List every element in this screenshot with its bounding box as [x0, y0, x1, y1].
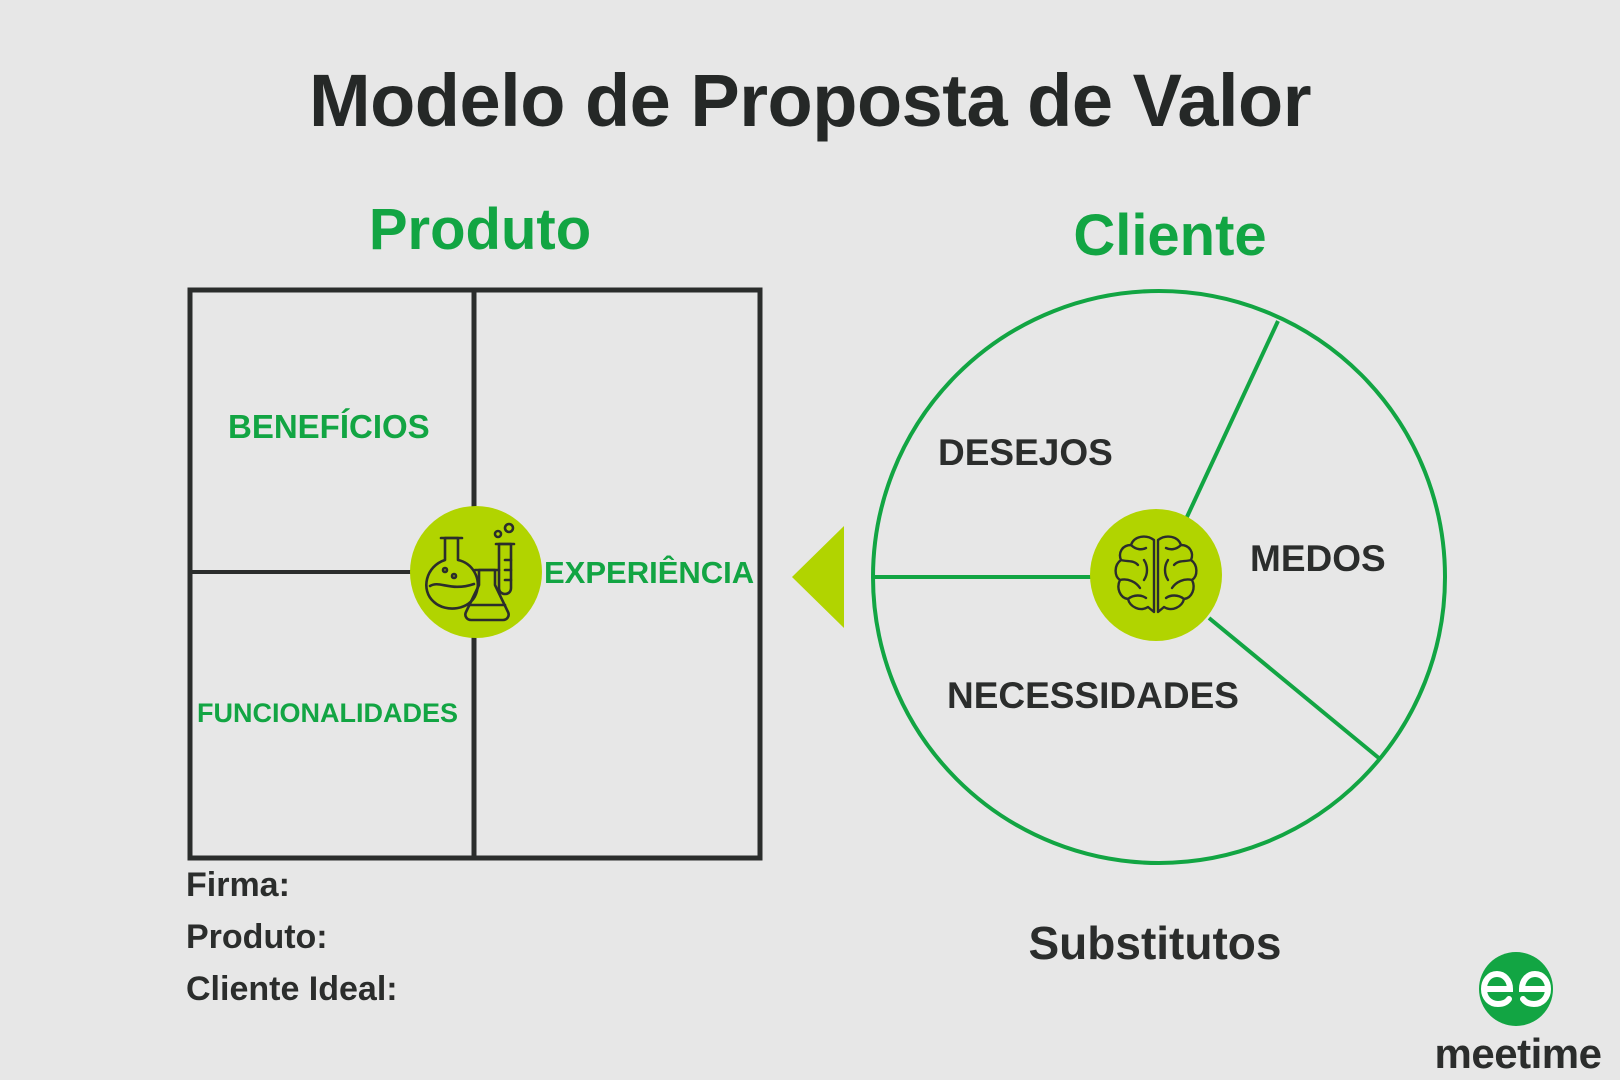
produto-heading: Produto — [368, 197, 592, 262]
cliente-heading: Cliente — [1073, 203, 1267, 268]
lab-flask-icon — [410, 506, 542, 638]
quadrant-label-experiencia: EXPERIÊNCIA — [544, 555, 755, 590]
info-firma: Firma: — [186, 866, 290, 904]
quadrant-label-funcionalidades: FUNCIONALIDADES — [197, 698, 458, 728]
cliente-divider-bottom — [1207, 616, 1382, 761]
segment-label-desejos: DESEJOS — [938, 432, 1113, 473]
substitutos-label: Substitutos — [1028, 917, 1282, 969]
arrow-left-icon — [792, 526, 844, 628]
brain-icon — [1090, 509, 1222, 641]
info-cliente-ideal: Cliente Ideal: — [186, 970, 398, 1008]
quadrant-label-beneficios: BENEFÍCIOS — [228, 408, 430, 445]
page-title: Modelo de Proposta de Valor — [308, 59, 1312, 142]
info-produto: Produto: — [186, 918, 328, 956]
segment-label-medos: MEDOS — [1250, 538, 1386, 579]
cliente-divider-top — [1184, 320, 1280, 520]
segment-label-necessidades: NECESSIDADES — [947, 675, 1239, 716]
cliente-circle — [871, 289, 1447, 865]
meetime-logo-icon — [1479, 952, 1553, 1026]
brand-name: meetime — [1434, 1030, 1602, 1077]
